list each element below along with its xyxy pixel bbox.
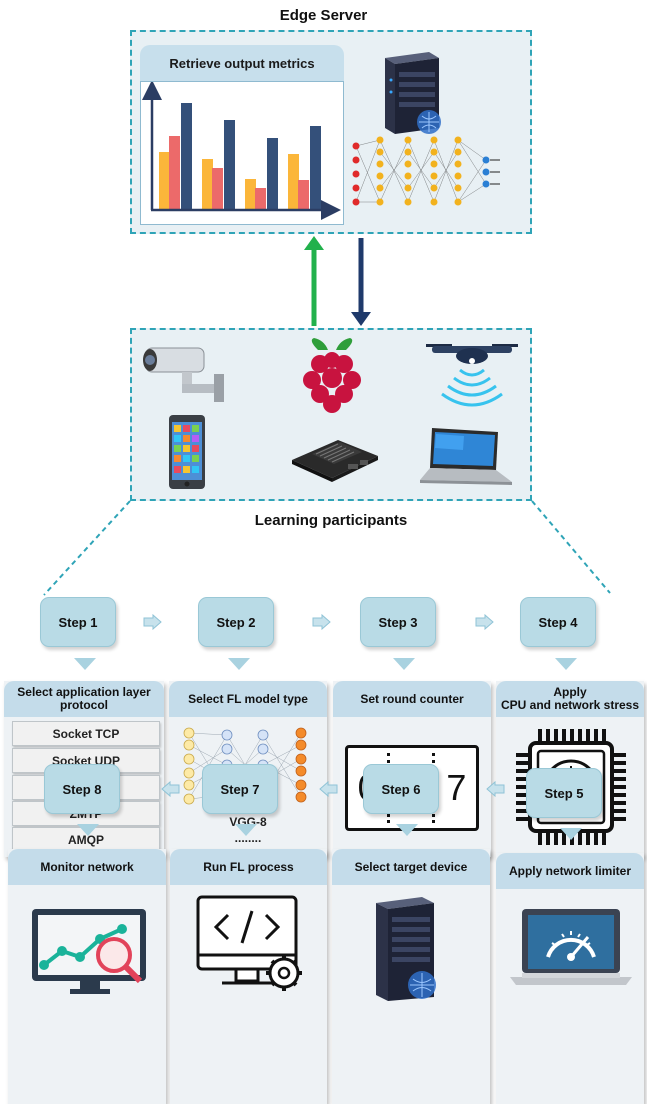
stress-card-title-line1: Apply xyxy=(553,685,587,699)
run-fl-card: Run FL process xyxy=(170,849,327,1104)
left-arrow-icon xyxy=(319,781,338,797)
bar-chart-icon xyxy=(142,80,341,220)
step-4-box: Step 4 xyxy=(520,597,596,647)
network-monitor-icon xyxy=(32,909,146,994)
laptop-speedometer-icon xyxy=(510,909,632,985)
metrics-panel xyxy=(140,80,344,225)
round-counter-card-title: Set round counter xyxy=(333,681,491,717)
left-arrow-icon xyxy=(486,781,505,797)
down-triangle-icon xyxy=(235,824,257,836)
down-triangle-icon xyxy=(396,824,418,836)
camera-icon xyxy=(143,347,224,402)
down-triangle-icon xyxy=(555,658,577,670)
metrics-panel-title: Retrieve output metrics xyxy=(140,45,344,81)
step-3-box: Step 3 xyxy=(360,597,436,647)
neural-network-icon xyxy=(352,136,500,206)
protocol-card-title: Select application layer protocol xyxy=(4,681,164,717)
step-8-box: Step 8 xyxy=(44,764,120,814)
communication-arrows xyxy=(304,236,371,326)
smartphone-icon xyxy=(169,415,205,489)
model-card-title: Select FL model type xyxy=(169,681,327,717)
down-triangle-icon xyxy=(228,658,250,670)
down-triangle-icon xyxy=(393,658,415,670)
down-triangle-icon xyxy=(74,658,96,670)
step-1-box: Step 1 xyxy=(40,597,116,647)
participants-title: Learning participants xyxy=(254,512,408,529)
participants-box xyxy=(130,328,532,501)
monitor-network-card: Monitor network xyxy=(8,849,166,1104)
stress-card-title-line2: CPU and network stress xyxy=(500,698,640,712)
protocol-option[interactable]: Socket TCP xyxy=(12,721,160,746)
network-limiter-card: Apply network limiter xyxy=(496,853,644,1104)
network-limiter-card-title: Apply network limiter xyxy=(496,853,644,889)
code-settings-icon xyxy=(196,895,302,991)
left-arrow-icon xyxy=(161,781,180,797)
server-icon xyxy=(385,52,441,134)
step-2-box: Step 2 xyxy=(198,597,274,647)
laptop-icon xyxy=(420,428,512,485)
edge-server-title: Edge Server xyxy=(279,7,368,24)
step-5-box: Step 5 xyxy=(526,768,602,818)
counter-digit: 7 xyxy=(446,767,467,808)
edge-server-box: Retrieve output metrics xyxy=(130,30,532,234)
monitor-network-card-title: Monitor network xyxy=(8,849,166,885)
right-arrow-icon xyxy=(312,614,331,630)
right-arrow-icon xyxy=(143,614,162,630)
raspberry-pi-icon xyxy=(303,338,361,413)
zoom-connector-lines xyxy=(43,500,611,596)
stress-card-title: Apply CPU and network stress xyxy=(496,681,644,717)
target-device-card-title: Select target device xyxy=(332,849,490,885)
target-device-card: Select target device xyxy=(332,849,490,1104)
jetson-board-icon xyxy=(292,440,378,482)
right-arrow-icon xyxy=(475,614,494,630)
step-6-box: Step 6 xyxy=(363,764,439,814)
server-icon xyxy=(376,897,436,1001)
run-fl-card-title: Run FL process xyxy=(170,849,327,885)
drone-icon xyxy=(426,344,518,407)
down-triangle-icon xyxy=(560,828,582,840)
down-triangle-icon xyxy=(77,824,99,836)
step-7-box: Step 7 xyxy=(202,764,278,814)
